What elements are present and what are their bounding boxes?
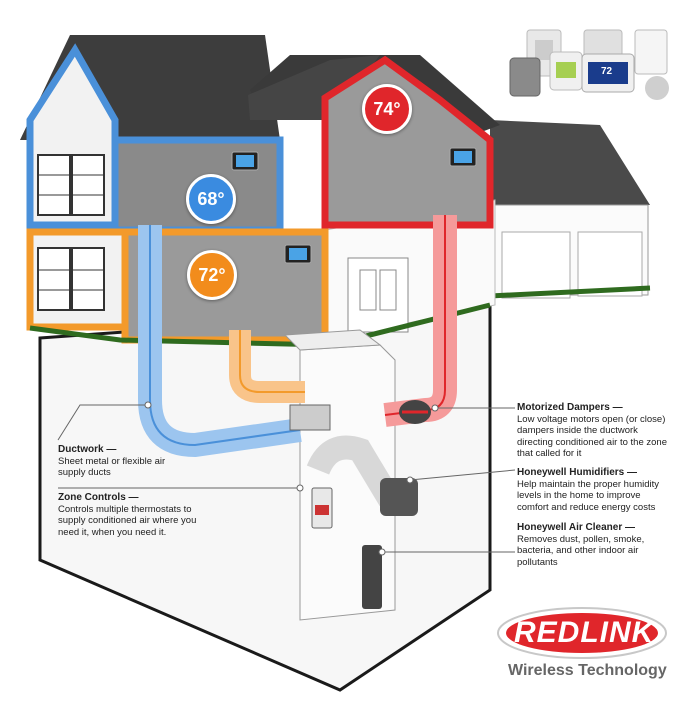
callout-zone-controls: Zone Controls — Controls multiple thermo… [58, 492, 208, 538]
temp-bubble-blue: 68° [186, 174, 236, 224]
callout-dampers: Motorized Dampers — Low voltage motors o… [517, 402, 667, 460]
temp-bubble-red: 74° [362, 84, 412, 134]
thermostat-products [509, 29, 669, 100]
window-blue [37, 154, 105, 216]
callout-ductwork-desc: Sheet metal or flexible air supply ducts [58, 455, 166, 479]
redlink-logo: REDLINK [496, 606, 668, 660]
zone-red-nursery [321, 55, 494, 229]
callout-humidifiers: Honeywell Humidifiers — Help maintain th… [517, 467, 667, 513]
callout-ductwork-title: Ductwork — [58, 444, 117, 455]
callout-ductwork: Ductwork — Sheet metal or flexible air s… [58, 444, 178, 479]
callout-zone-controls-title: Zone Controls — [58, 492, 139, 503]
callout-dampers-desc: Low voltage motors open (or close) dampe… [517, 413, 667, 460]
callout-dampers-title: Motorized Dampers — [517, 402, 623, 413]
grass-line [29, 302, 491, 348]
callout-humidifiers-title: Honeywell Humidifiers — [517, 467, 638, 478]
garage [489, 120, 651, 299]
humidifier [380, 478, 418, 516]
callout-air-cleaner: Honeywell Air Cleaner — Removes dust, po… [517, 522, 667, 568]
window-orange [37, 247, 105, 311]
zone-damper-box [289, 404, 331, 431]
roof-center [248, 55, 380, 120]
callout-humidifiers-desc: Help maintain the proper humidity levels… [517, 478, 660, 513]
brand-tagline: Wireless Technology [508, 662, 667, 679]
callout-lines [57, 401, 516, 556]
callout-air-cleaner-title: Honeywell Air Cleaner — [517, 522, 635, 533]
air-cleaner [362, 545, 382, 609]
front-door [347, 257, 409, 333]
redlink-logo-text: REDLINK [514, 616, 655, 649]
return-duct [306, 435, 401, 507]
callout-air-cleaner-desc: Removes dust, pollen, smoke, bacteria, a… [517, 533, 645, 568]
product-display-value: 72 [601, 66, 613, 77]
temp-bubble-orange: 72° [187, 250, 237, 300]
callout-zone-controls-desc: Controls multiple thermostats to supply … [58, 503, 197, 538]
